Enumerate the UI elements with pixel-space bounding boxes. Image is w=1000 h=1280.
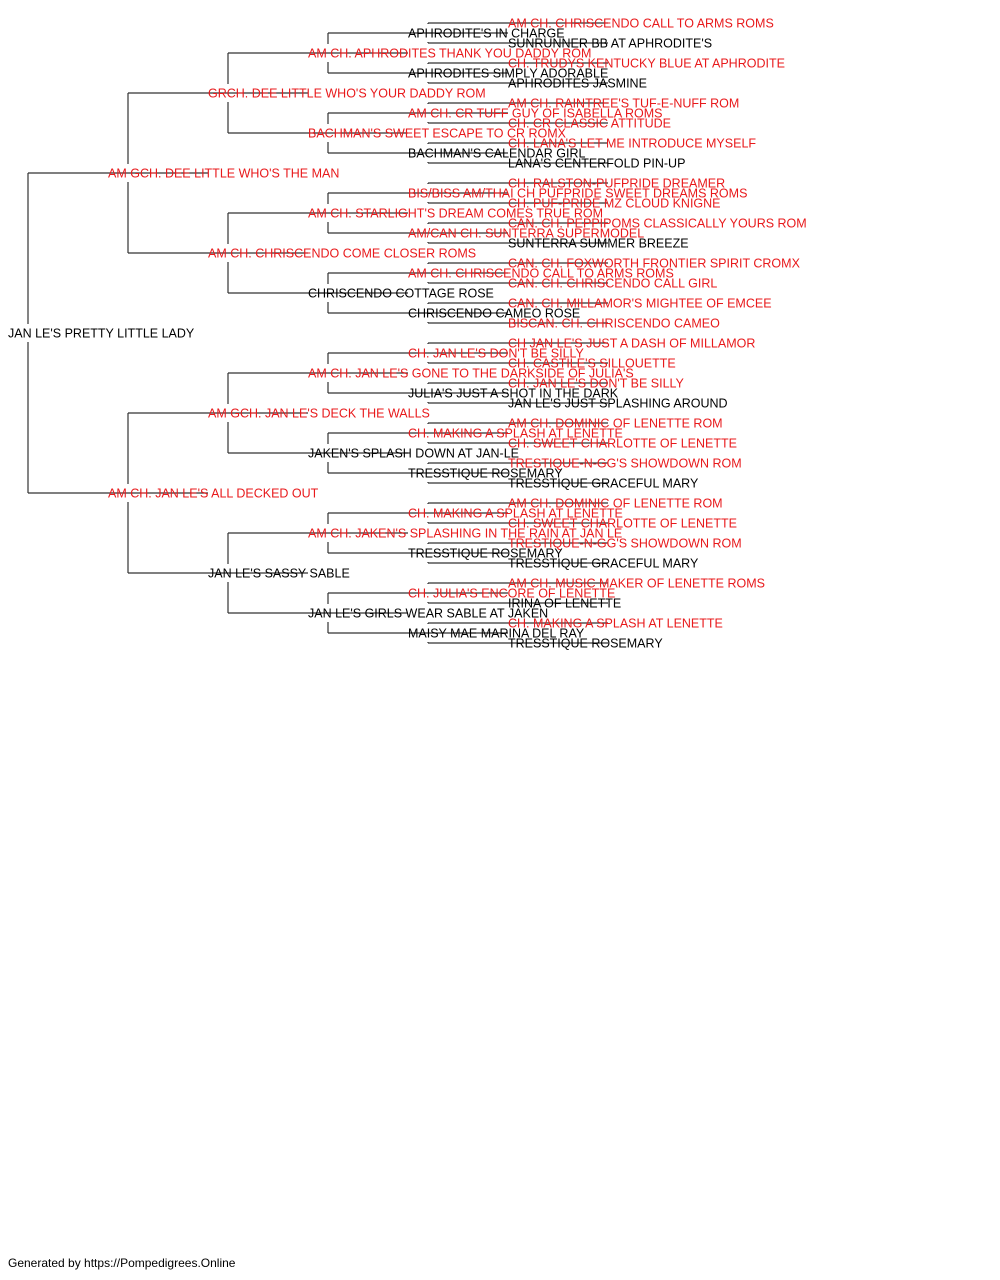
dog-name: TRESSTIQUE ROSEMARY [408,547,563,561]
dog-name: AM CH. CHRISCENDO COME CLOSER ROMS [208,247,476,261]
dog-name: AM CH. DOMINIC OF LENETTE ROM [508,497,723,511]
dog-name: CHRISCENDO CAMEO ROSE [408,307,580,321]
dog-name: SUNTERRA SUMMER BREEZE [508,237,689,251]
dog-name: AM CH. CHRISCENDO CALL TO ARMS ROMS [508,17,774,31]
dog-name: JAN LE'S SASSY SABLE [208,567,350,581]
dog-name: JAN LE'S PRETTY LITTLE LADY [8,327,195,341]
dog-name: BISCAN. CH. CHRISCENDO CAMEO [508,317,720,331]
dog-name: APHRODITES SIMPLY ADORABLE [408,67,608,81]
dog-name: JAKEN'S SPLASH DOWN AT JAN-LE [308,447,519,461]
dog-name: CH. CASTILE'S SILLOUETTE [508,357,676,371]
dog-name: AM CH. APHRODITES THANK YOU DADDY ROM [308,47,591,61]
dog-name: CAN. CH. PEPPIPOMS CLASSICALLY YOURS ROM [508,217,807,231]
dog-name: CH. MAKING A SPLASH AT LENETTE [508,617,723,631]
dog-name: CHRISCENDO COTTAGE ROSE [308,287,494,301]
dog-name: TRESTIQUE-N-GG'S SHOWDOWN ROM [508,537,742,551]
dog-name: TRESSTIQUE GRACEFUL MARY [508,477,699,491]
dog-name: AM CH. RAINTREE'S TUF-E-NUFF ROM [508,97,739,111]
dog-name: APHRODITES JASMINE [508,77,647,91]
dog-name: CH. JAN LE'S DON'T BE SILLY [408,347,585,361]
dog-name: CAN. CH. MILLAMOR'S MIGHTEE OF EMCEE [508,297,772,311]
dog-name: SUNRUNNER BB AT APHRODITE'S [508,37,712,51]
dog-name: CAN. CH. CHRISCENDO CALL GIRL [508,277,717,291]
dog-name: CAN. CH. FOXWORTH FRONTIER SPIRIT CROMX [508,257,801,271]
dog-name: CH. CR CLASSIC ATTITUDE [508,117,671,131]
dog-name: CH. LANA'S LET ME INTRODUCE MYSELF [508,137,756,151]
dog-name: CH. JAN LE'S DON'T BE SILLY [508,377,685,391]
dog-name: JULIA'S JUST A SHOT IN THE DARK [408,387,619,401]
dog-name: TRESSTIQUE GRACEFUL MARY [508,557,699,571]
dog-name: CH. JULIA'S ENCORE OF LENETTE [408,587,615,601]
dog-name: CH. MAKING A SPLASH AT LENETTE [408,507,623,521]
dog-name: AM CH. CHRISCENDO CALL TO ARMS ROMS [408,267,674,281]
dog-name: AM CH. JAKEN'S SPLASHING IN THE RAIN AT … [308,527,622,541]
dog-name: TRESSTIQUE ROSEMARY [508,637,663,651]
dog-name: CH. RALSTON-PUFPRIDE DREAMER [508,177,725,191]
dog-name: TRESSTIQUE ROSEMARY [408,467,563,481]
dog-name: AM GCH. JAN LE'S DECK THE WALLS [208,407,430,421]
dog-name: CH. PUF-PRIDE MZ CLOUD KNIGNE [508,197,721,211]
dog-name: AM CH. STARLIGHT'S DREAM COMES TRUE ROM [308,207,603,221]
dog-name: BIS/BISS AM/THAI CH PUFPRIDE SWEET DREAM… [408,187,747,201]
footer-credit: Generated by https://Pompedigrees.Online [8,1256,236,1270]
dog-name: CH JAN LE'S JUST A DASH OF MILLAMOR [508,337,755,351]
dog-name: APHRODITE'S IN CHARGE [408,27,565,41]
dog-name: AM CH. MUSIC MAKER OF LENETTE ROMS [508,577,765,591]
dog-name: JAN LE'S JUST SPLASHING AROUND [508,397,728,411]
dog-name: TRESTIQUE-N-GG'S SHOWDOWN ROM [508,457,742,471]
dog-name: CH. SWEET CHARLOTTE OF LENETTE [508,517,737,531]
dog-name: MAISY MAE MARINA DEL RAY [408,627,585,641]
dog-name: AM CH. DOMINIC OF LENETTE ROM [508,417,723,431]
dog-name: AM/CAN CH. SUNTERRA SUPERMODEL [408,227,644,241]
dog-name: GRCH. DEE LITTLE WHO'S YOUR DADDY ROM [208,87,486,101]
dog-name: AM GCH. DEE LITTLE WHO'S THE MAN [108,167,339,181]
dog-name: CH. SWEET CHARLOTTE OF LENETTE [508,437,737,451]
dog-name: AM CH. JAN LE'S GONE TO THE DARKSIDE OF … [308,367,634,381]
dog-name: AM CH. JAN LE'S ALL DECKED OUT [108,487,319,501]
dog-name: LANA'S CENTERFOLD PIN-UP [508,157,685,171]
dog-name: BACHMAN'S CALENDAR GIRL [408,147,585,161]
dog-name: JAN LE'S GIRLS WEAR SABLE AT JAKEN [308,607,548,621]
dog-name: BACHMAN'S SWEET ESCAPE TO CR ROMX [308,127,567,141]
dog-name: CH. TRUDYS KENTUCKY BLUE AT APHRODITE [508,57,785,71]
dog-name: AM CH. CR TUFF GUY OF ISABELLA ROMS [408,107,662,121]
dog-name: CH. MAKING A SPLASH AT LENETTE [408,427,623,441]
dog-name: IRINA OF LENETTE [508,597,621,611]
